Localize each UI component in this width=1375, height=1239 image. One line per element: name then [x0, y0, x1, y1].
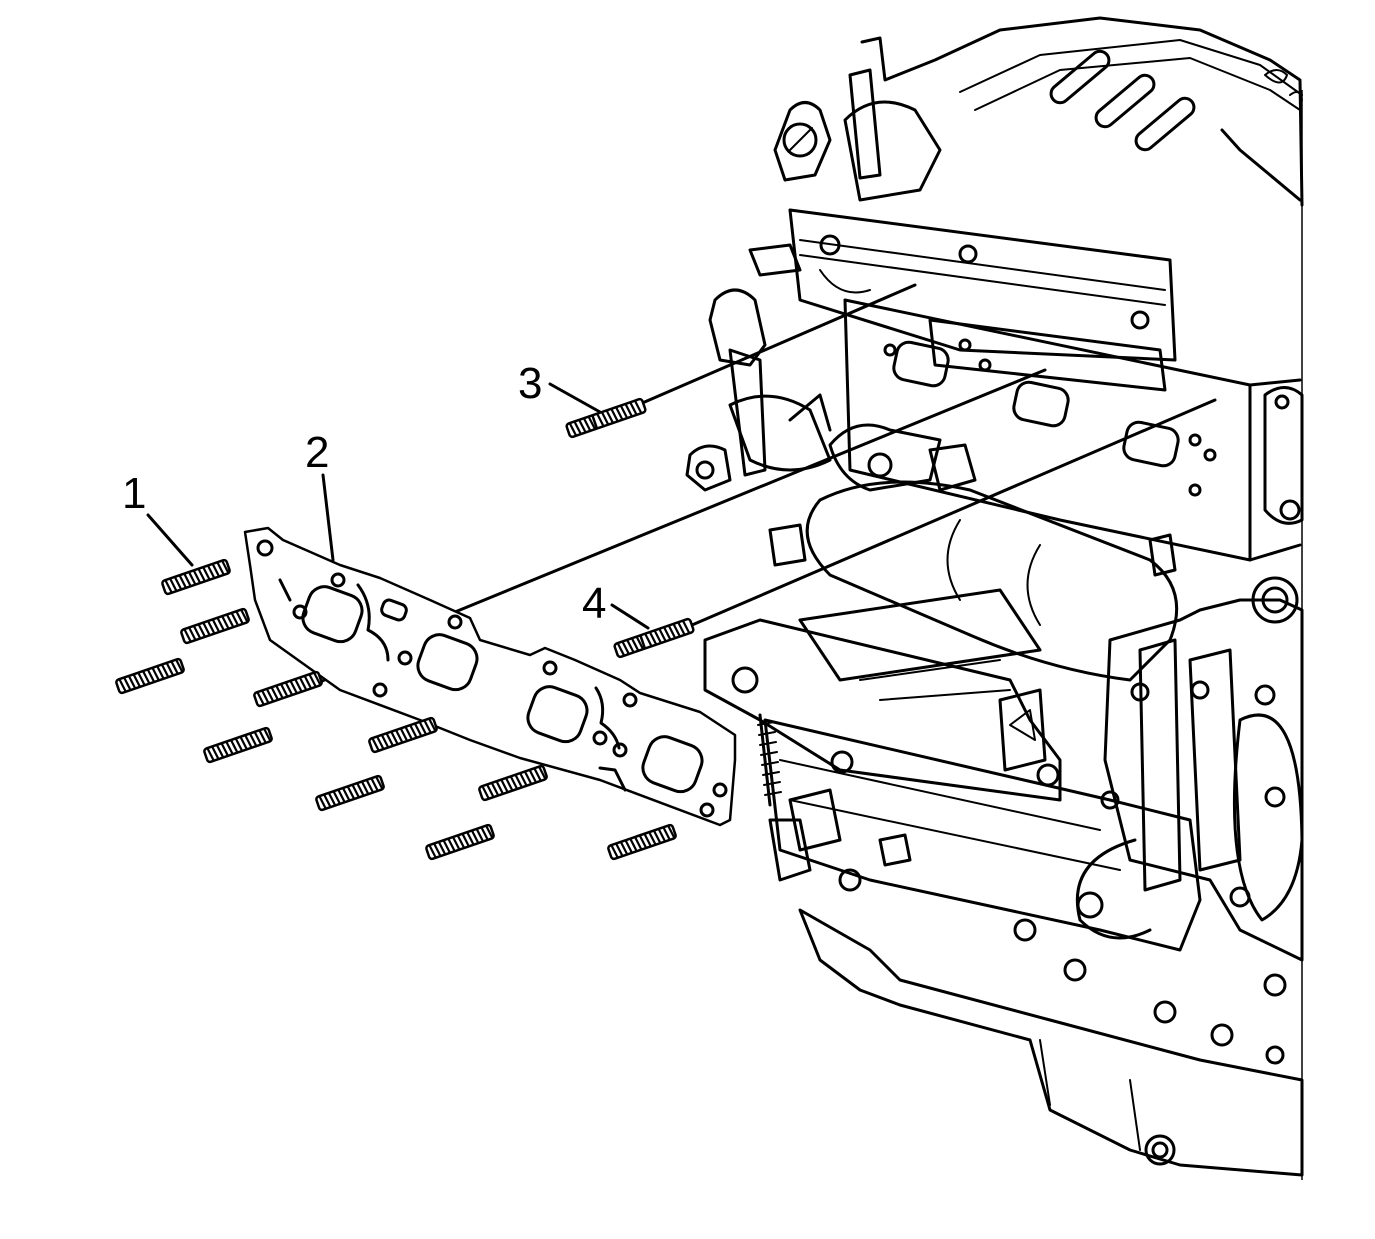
stud-long — [564, 397, 648, 439]
stud-long — [612, 617, 696, 659]
cover-slots — [1049, 49, 1196, 152]
callout-1: 1 — [122, 469, 194, 567]
callout-3-label: 3 — [518, 359, 542, 408]
callout-2-label: 2 — [305, 428, 329, 477]
callout-2: 2 — [305, 428, 335, 562]
exhaust-manifold-gasket — [243, 526, 737, 827]
stud — [202, 726, 274, 764]
stud — [114, 657, 186, 695]
callout-4: 4 — [582, 579, 650, 630]
stud — [160, 558, 232, 596]
stud — [252, 670, 324, 708]
callout-3: 3 — [518, 359, 602, 414]
stud — [314, 774, 386, 812]
stud — [477, 764, 549, 802]
callout-4-label: 4 — [582, 579, 606, 628]
callouts: 1 2 3 4 — [122, 359, 650, 630]
stud — [606, 823, 678, 861]
callout-1-label: 1 — [122, 469, 146, 518]
stud — [367, 716, 439, 754]
engine-block — [685, 16, 1304, 1180]
stud — [179, 607, 251, 645]
stud — [424, 823, 496, 861]
